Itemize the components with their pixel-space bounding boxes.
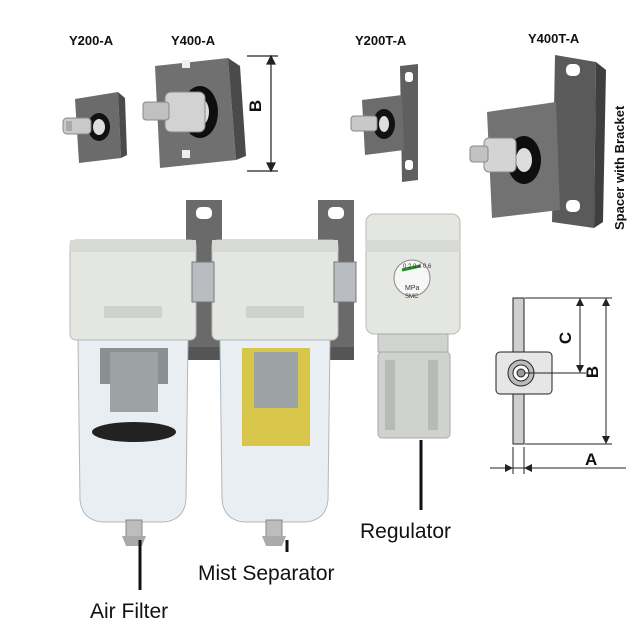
gauge-scale: 0.2 0.4 0.6 — [403, 264, 432, 270]
y400t-a-spacer-image — [469, 55, 606, 228]
air-filter-callout: Air Filter — [90, 600, 169, 623]
dimension-drawing — [490, 297, 626, 474]
mist-separator-callout: Mist Separator — [198, 562, 335, 585]
dimension-b-label-right: B — [583, 365, 603, 379]
y200-a-label: Y200-A — [69, 33, 114, 48]
y200-a-spacer-image — [62, 92, 127, 163]
mist-separator-unit — [211, 239, 339, 546]
leader-lines — [138, 440, 423, 590]
modular-connectors — [191, 261, 357, 303]
gauge-unit: MPa — [405, 285, 420, 292]
y200t-a-label: Y200T-A — [355, 33, 407, 48]
air-filter-unit — [69, 239, 197, 546]
regulator-callout: Regulator — [360, 520, 452, 543]
dimension-a-label: A — [585, 450, 598, 469]
dimension-c-label: C — [556, 331, 576, 345]
y200t-a-spacer-image — [350, 64, 418, 182]
dimension-b-top — [247, 54, 278, 173]
y400-a-label: Y400-A — [171, 33, 216, 48]
gauge-brand: SMC — [405, 294, 419, 300]
dimension-b-label-top: B — [246, 99, 266, 113]
regulator-unit — [365, 213, 461, 439]
y400-a-spacer-image — [142, 58, 246, 168]
y400t-a-label: Y400T-A — [528, 31, 580, 46]
